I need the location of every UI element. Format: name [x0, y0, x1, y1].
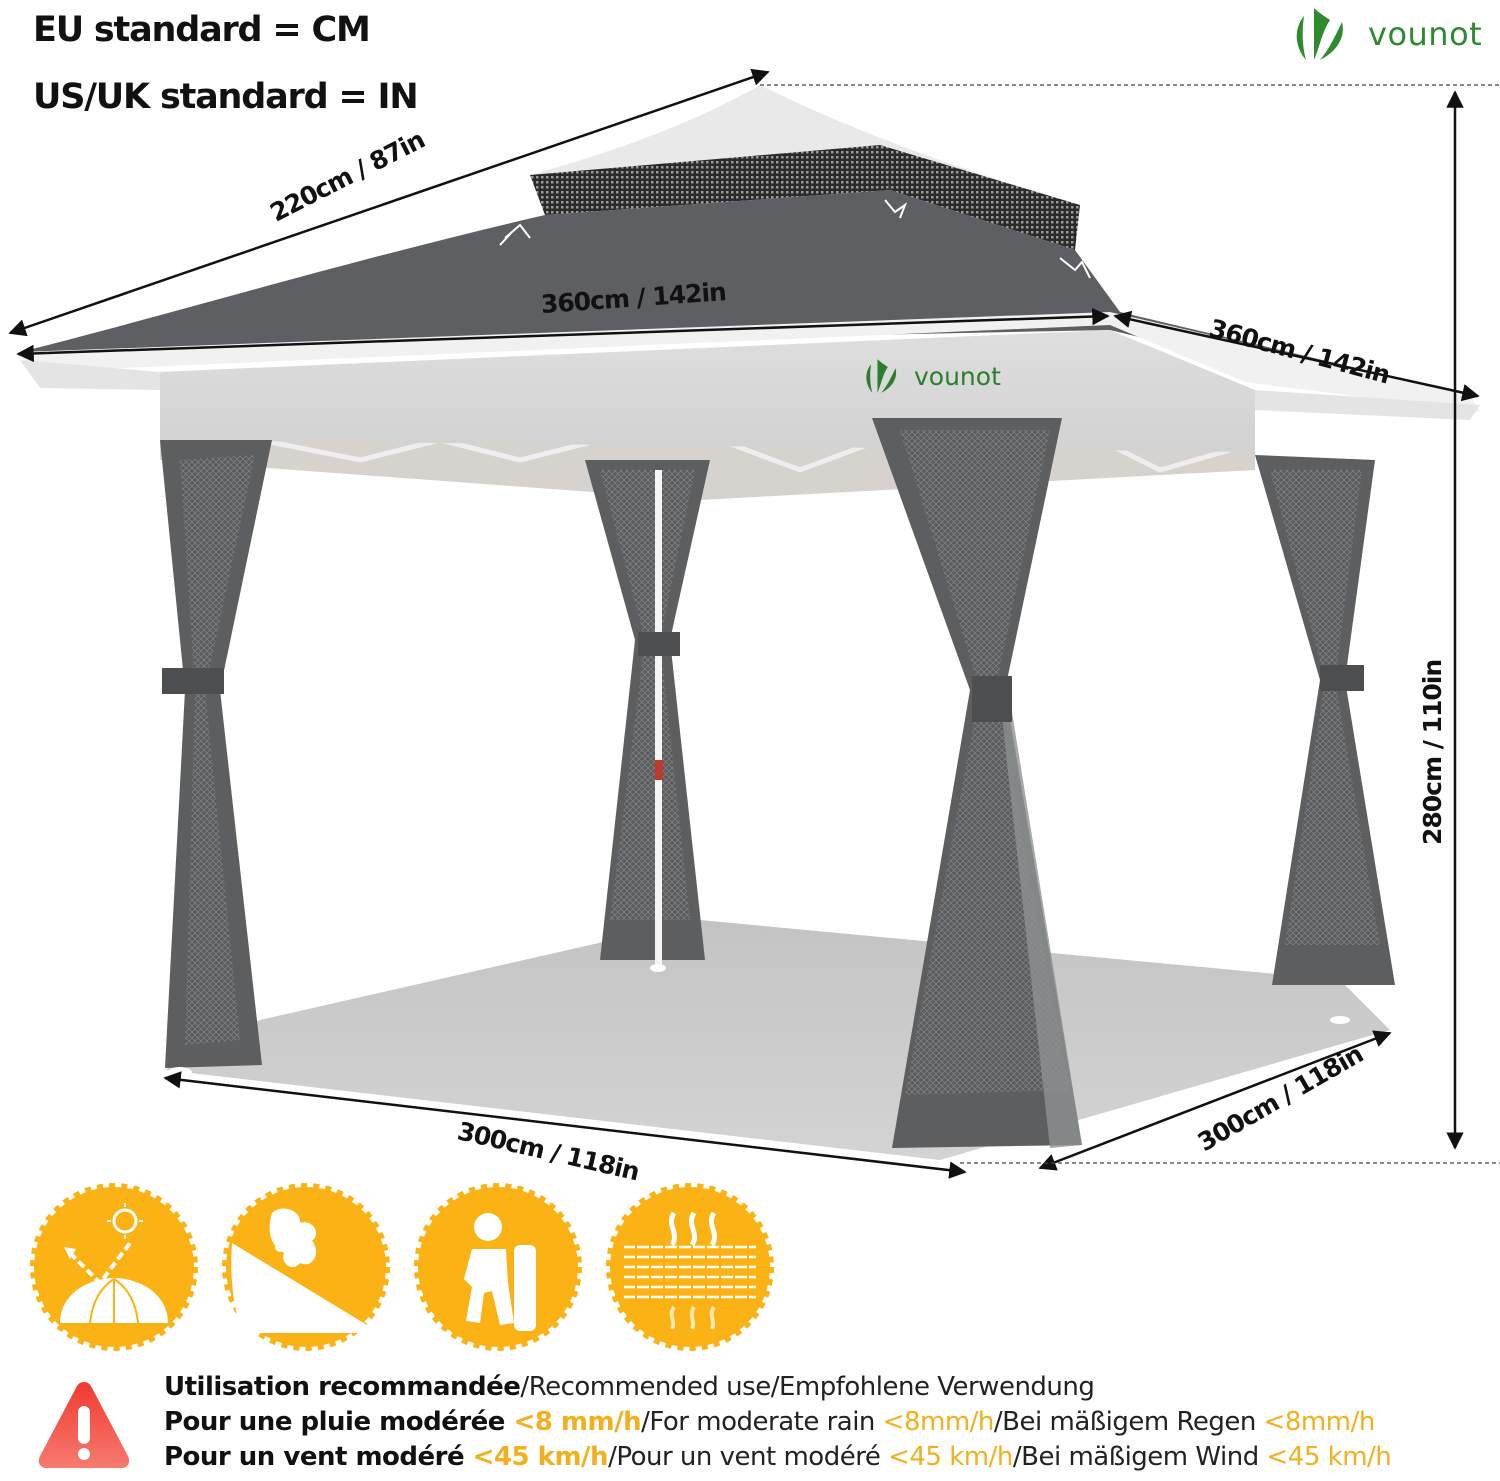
height-dimension: 280cm / 110in: [1418, 659, 1447, 845]
rain-en-text: For moderate rain: [649, 1407, 883, 1437]
rain-de-value: <8mm/h: [1263, 1407, 1376, 1437]
badge-uv-protection: [30, 1183, 198, 1351]
brand-name: vounot: [1368, 15, 1483, 53]
wind-de-value: <45 km/h: [1266, 1442, 1392, 1472]
separator: /: [520, 1372, 529, 1402]
gazebo-illustration: [8, 68, 1500, 1179]
notice-fr-text: Utilisation recommandée: [164, 1372, 521, 1402]
warning-icon: [38, 1382, 130, 1468]
wind-en-text: Pour un vent modéré: [616, 1442, 889, 1472]
badge-easy-setup: [414, 1183, 582, 1351]
notice-line-wind: Pour un vent modéré <45 km/h/Pour un ven…: [164, 1440, 1392, 1475]
rain-en-value: <8mm/h: [882, 1407, 995, 1437]
wind-fr-value: <45 km/h: [472, 1442, 609, 1472]
easy-setup-person-icon: [414, 1183, 582, 1351]
notice-line-rain: Pour une pluie modérée <8 mm/h/For moder…: [164, 1405, 1391, 1440]
canopy-brand-logo: vounot: [862, 356, 1001, 396]
wind-en-value: <45 km/h: [888, 1442, 1013, 1472]
waterproof-droplets-icon: [222, 1183, 390, 1351]
canopy-brand-name: vounot: [914, 361, 1001, 391]
notice-line-recommended-use: Utilisation recommandée/Recommended use/…: [164, 1370, 1391, 1405]
rain-fr-text: Pour une pluie modérée: [164, 1407, 514, 1437]
leaf-logo-icon: [866, 359, 897, 393]
separator: /: [770, 1372, 780, 1402]
leaf-logo-icon: [1296, 8, 1343, 60]
separator: /: [641, 1407, 650, 1437]
notice-de-text: Empfohlene Verwendung: [778, 1372, 1095, 1402]
brand-logo: vounot: [1290, 6, 1482, 62]
badge-waterproof: [222, 1183, 390, 1351]
separator: /: [993, 1407, 1003, 1437]
wind-fr-text: Pour un vent modéré: [164, 1442, 473, 1472]
wind-de-text: Bei mäßigem Wind: [1021, 1442, 1267, 1472]
eu-standard-label: EU standard = CM: [33, 10, 371, 50]
rain-de-text: Bei mäßigem Regen: [1002, 1407, 1264, 1437]
breathable-fabric-icon: [606, 1183, 774, 1351]
uv-protection-umbrella-icon: [30, 1183, 198, 1351]
separator: /: [1012, 1442, 1022, 1472]
feature-badges: [30, 1183, 774, 1351]
separator: /: [608, 1442, 617, 1472]
notice-en-text: Recommended use: [528, 1372, 772, 1402]
rain-fr-value: <8 mm/h: [513, 1407, 642, 1437]
usage-notice: Utilisation recommandée/Recommended use/…: [36, 1372, 1496, 1481]
badge-breathable: [606, 1183, 774, 1351]
